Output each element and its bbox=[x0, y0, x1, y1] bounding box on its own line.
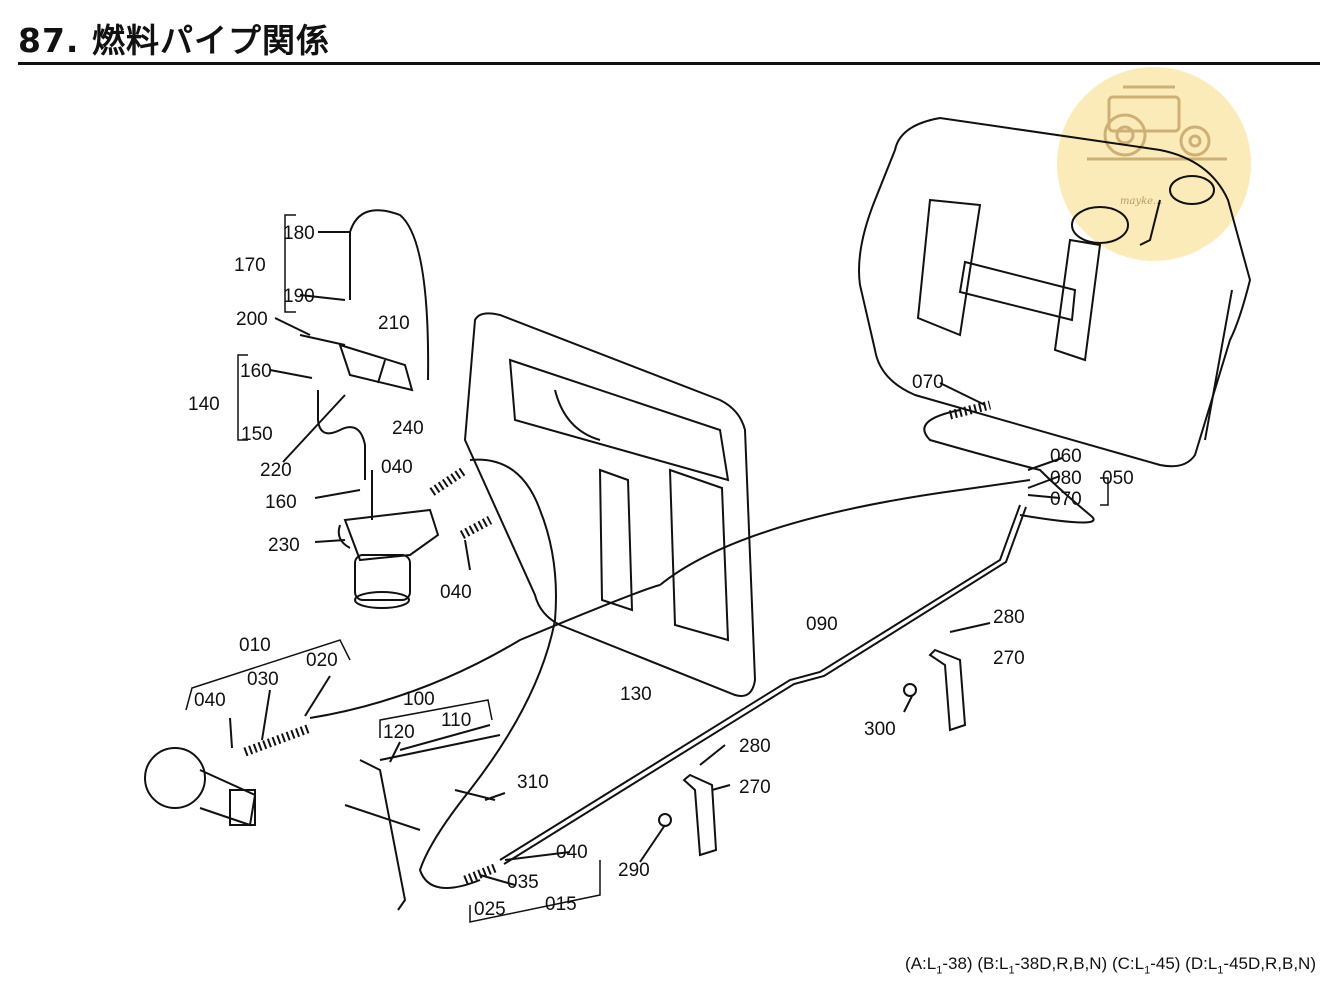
label-280-b: 280 bbox=[739, 736, 771, 757]
title-rule bbox=[18, 62, 1320, 65]
label-040-b: 040 bbox=[440, 582, 472, 603]
label-160-a: 160 bbox=[240, 361, 272, 382]
label-300: 300 bbox=[864, 719, 896, 740]
tractor-icon bbox=[1087, 85, 1227, 161]
injector bbox=[344, 724, 501, 911]
label-190: 190 bbox=[283, 286, 315, 307]
label-280-a: 280 bbox=[993, 607, 1025, 628]
label-070-b: 070 bbox=[1050, 489, 1082, 510]
label-010: 010 bbox=[239, 635, 271, 656]
label-090: 090 bbox=[806, 614, 838, 635]
label-050: 050 bbox=[1102, 468, 1134, 489]
fuel-tank bbox=[858, 116, 1252, 468]
label-130: 130 bbox=[620, 684, 652, 705]
fuel-filter bbox=[337, 508, 440, 609]
label-240: 240 bbox=[392, 418, 424, 439]
bracket-270-lower bbox=[682, 773, 718, 857]
seat-panel bbox=[463, 312, 757, 697]
label-270-a: 270 bbox=[993, 648, 1025, 669]
label-080: 080 bbox=[1050, 468, 1082, 489]
watermark-brand: mayke... bbox=[1120, 196, 1163, 207]
return-hose bbox=[349, 209, 430, 381]
model-variants: (A:L1-38) (B:L1-38D,R,B,N) (C:L1-45) (D:… bbox=[905, 954, 1316, 976]
label-100: 100 bbox=[403, 689, 435, 710]
variant-a: (A:L1-38) bbox=[905, 954, 973, 977]
label-120: 120 bbox=[383, 722, 415, 743]
page-title: 87. 燃料パイプ関係 bbox=[18, 21, 330, 60]
label-040-d: 040 bbox=[556, 842, 588, 863]
fuel-line-main bbox=[659, 479, 1031, 586]
label-020: 020 bbox=[306, 650, 338, 671]
variant-d: (D:L1-45D,R,B,N) bbox=[1185, 954, 1316, 977]
label-310: 310 bbox=[517, 772, 549, 793]
part-labels: 180 170 190 200 210 160 140 150 240 220 … bbox=[188, 223, 1134, 920]
label-025: 025 bbox=[474, 899, 506, 920]
label-060: 060 bbox=[1050, 446, 1082, 467]
label-290: 290 bbox=[618, 860, 650, 881]
label-070-a: 070 bbox=[912, 372, 944, 393]
bracket-270-upper bbox=[928, 648, 967, 732]
label-035: 035 bbox=[507, 872, 539, 893]
watermark-logo bbox=[1057, 67, 1251, 261]
label-270-b: 270 bbox=[739, 777, 771, 798]
label-180: 180 bbox=[283, 223, 315, 244]
label-110: 110 bbox=[441, 710, 471, 731]
label-015: 015 bbox=[545, 894, 577, 915]
label-040-c: 040 bbox=[194, 690, 226, 711]
injection-pump bbox=[144, 747, 257, 827]
label-200: 200 bbox=[236, 309, 268, 330]
label-230: 230 bbox=[268, 535, 300, 556]
label-030: 030 bbox=[247, 669, 279, 690]
label-160-b: 160 bbox=[265, 492, 297, 513]
hose-020 bbox=[309, 584, 661, 719]
label-210: 210 bbox=[378, 313, 410, 334]
label-170: 170 bbox=[234, 255, 266, 276]
variant-b: (B:L1-38D,R,B,N) bbox=[977, 954, 1108, 977]
variant-c: (C:L1-45) bbox=[1111, 954, 1181, 977]
spring-030 bbox=[243, 723, 312, 757]
label-220: 220 bbox=[260, 460, 292, 481]
label-040-a: 040 bbox=[381, 457, 413, 478]
pipe-090 bbox=[499, 504, 1021, 861]
label-140: 140 bbox=[188, 394, 220, 415]
fuel-joint bbox=[338, 343, 414, 392]
label-150: 150 bbox=[241, 424, 273, 445]
